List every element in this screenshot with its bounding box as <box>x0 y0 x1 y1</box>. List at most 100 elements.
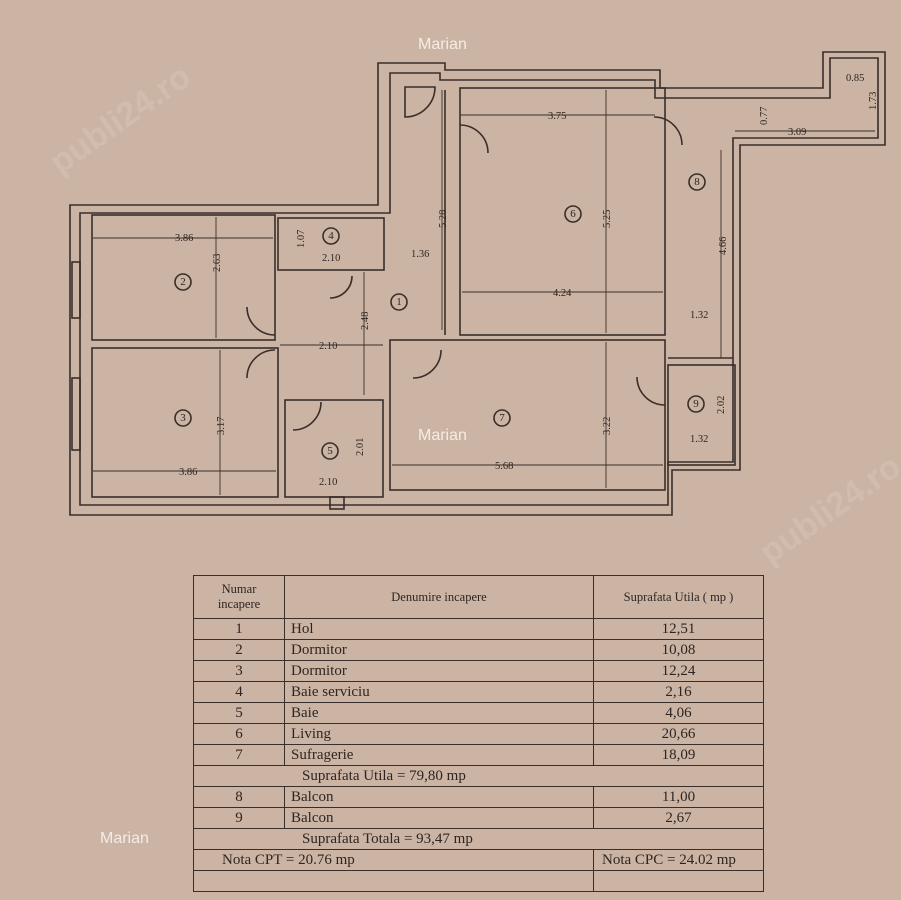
dim-label: 1.07 <box>296 230 307 248</box>
cell-name: Living <box>284 723 594 745</box>
cell-number: 3 <box>193 660 285 682</box>
cell-name: Hol <box>284 618 594 640</box>
empty-row <box>193 870 764 892</box>
room-6-label: 6 <box>564 205 582 223</box>
cell-area: 11,00 <box>593 786 764 808</box>
dim-label: 3.09 <box>788 127 806 138</box>
dim-label: 4.24 <box>553 288 572 299</box>
notes-row: Nota CPT = 20.76 mp Nota CPC = 24.02 mp <box>193 849 764 871</box>
watermark-author: Marian <box>418 427 467 444</box>
cell-name: Dormitor <box>284 639 594 661</box>
dim-label: 1.32 <box>690 310 708 321</box>
dim-label: 1.36 <box>411 249 429 260</box>
dim-label: 3.22 <box>602 417 613 435</box>
dim-label: 3.17 <box>216 417 227 435</box>
dim-label: 2.63 <box>212 254 223 272</box>
cell-number: 9 <box>193 807 285 829</box>
svg-text:7: 7 <box>499 412 505 424</box>
svg-text:6: 6 <box>570 208 576 220</box>
cell-area: 12,24 <box>593 660 764 682</box>
svg-text:4: 4 <box>328 230 334 242</box>
room-7-label: 7 <box>493 409 511 427</box>
room-9-label: 9 <box>687 395 705 413</box>
cell-number: 1 <box>193 618 285 640</box>
watermark: publi24.ro <box>43 57 198 181</box>
watermark-author: Marian <box>100 830 149 847</box>
cell-number: 7 <box>193 744 285 766</box>
cell-area: 2,16 <box>593 681 764 703</box>
svg-text:8: 8 <box>694 176 700 188</box>
room-4-label: 4 <box>322 227 340 245</box>
dimension-labels: 3.86 2.63 1.07 2.10 1.36 5.28 3.75 5.25 … <box>175 73 879 488</box>
header-area: Suprafata Utila ( mp ) <box>593 575 764 619</box>
cell-area: 10,08 <box>593 639 764 661</box>
usable-total-row: Suprafata Utila = 79,80 mp <box>193 765 764 787</box>
header-name: Denumire incapere <box>284 575 594 619</box>
cell-name: Baie <box>284 702 594 724</box>
nota-cpt: Nota CPT = 20.76 mp <box>193 849 594 871</box>
dim-label: 4.66 <box>718 237 729 255</box>
cell-name: Balcon <box>284 786 594 808</box>
room-8-label: 8 <box>688 173 706 191</box>
dim-label: 3.86 <box>175 233 193 244</box>
dim-label: 3.75 <box>548 111 566 122</box>
watermark: publi24.ro <box>753 447 901 571</box>
room-3-label: 3 <box>174 409 192 427</box>
dim-label: 3.86 <box>179 467 197 478</box>
room-area-table: Numar incapere Denumire incapere Suprafa… <box>193 575 764 892</box>
watermark-layer: publi24.ro publi24.ro <box>43 57 901 571</box>
svg-text:2: 2 <box>180 276 186 288</box>
room-labels: 1 2 3 4 5 6 7 8 9 <box>174 173 706 460</box>
dim-label: 1.32 <box>690 434 708 445</box>
nota-cpc: Nota CPC = 24.02 mp <box>593 849 764 871</box>
room-2-label: 2 <box>174 273 192 291</box>
cell-name: Sufragerie <box>284 744 594 766</box>
dim-label: 0.77 <box>759 107 770 125</box>
dim-label: 0.85 <box>846 73 864 84</box>
walls <box>69 51 886 516</box>
grand-total: Suprafata Totala = 93,47 mp <box>193 828 764 850</box>
cell-area: 12,51 <box>593 618 764 640</box>
dim-label: 2.02 <box>716 396 727 414</box>
dim-label: 5.28 <box>438 210 449 228</box>
dim-label: 2.10 <box>319 341 337 352</box>
dim-label: 2.10 <box>319 477 337 488</box>
cell-area: 2,67 <box>593 807 764 829</box>
dim-label: 5.68 <box>495 461 513 472</box>
floor-plan: publi24.ro publi24.ro 1 2 3 4 5 6 7 <box>43 36 901 572</box>
dim-label: 5.25 <box>602 210 613 228</box>
cell-number: 6 <box>193 723 285 745</box>
svg-text:1: 1 <box>396 296 402 308</box>
cell-number: 8 <box>193 786 285 808</box>
dim-label: 2.01 <box>355 438 366 456</box>
cell-number: 5 <box>193 702 285 724</box>
cell-area: 4,06 <box>593 702 764 724</box>
watermark-author: Marian <box>418 36 467 53</box>
cell-area: 20,66 <box>593 723 764 745</box>
svg-text:9: 9 <box>693 398 699 410</box>
svg-text:3: 3 <box>180 412 186 424</box>
cell-name: Baie serviciu <box>284 681 594 703</box>
dim-label: 2.10 <box>322 253 340 264</box>
dim-label: 2.48 <box>360 312 371 330</box>
room-1-label: 1 <box>390 293 408 311</box>
usable-total: Suprafata Utila = 79,80 mp <box>193 765 764 787</box>
cell-name: Dormitor <box>284 660 594 682</box>
dimension-lines <box>93 90 875 495</box>
svg-text:5: 5 <box>327 445 333 457</box>
cell-number: 2 <box>193 639 285 661</box>
cell-name: Balcon <box>284 807 594 829</box>
cell-number: 4 <box>193 681 285 703</box>
grand-total-row: Suprafata Totala = 93,47 mp <box>193 828 764 850</box>
cell-area: 18,09 <box>593 744 764 766</box>
table-header: Numar incapere Denumire incapere Suprafa… <box>193 575 764 619</box>
